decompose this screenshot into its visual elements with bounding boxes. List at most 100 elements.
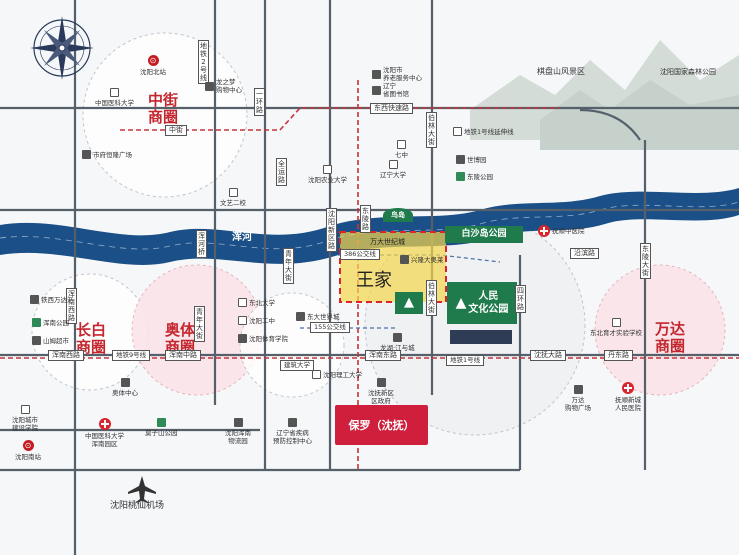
poi-urban-construction[interactable]: 沈阳城市 建设学院 xyxy=(12,405,38,432)
compass-rose xyxy=(30,16,94,80)
road-label-hunnan-zhong: 浑南中路 xyxy=(165,350,201,361)
road-label-shenfu-dalu: 沈抚大路 xyxy=(530,350,566,361)
poi-longzhimeng[interactable]: 龙之梦 购物中心 xyxy=(205,78,242,94)
baishadao-park: 白沙岛公园 xyxy=(445,226,523,243)
poi-taoxian-airport[interactable]: 沈阳桃仙机场 xyxy=(110,501,165,511)
poi-forest-park[interactable]: 沈阳国家森林公园 xyxy=(660,68,716,76)
dark-label-badge xyxy=(450,330,512,344)
building-icon xyxy=(372,85,381,95)
zhongjie-district-label: 中街 商圈 xyxy=(148,91,179,126)
wanda-district-circle xyxy=(594,264,726,396)
poi-shenyang-erzhong[interactable]: 沈阳二中 xyxy=(238,316,275,325)
road-label-hunnan-xi: 浑南西路 xyxy=(48,350,84,361)
poi-hunnan-park[interactable]: 浑南公园 xyxy=(32,318,69,327)
poi-dongda-world[interactable]: 东大世界城 xyxy=(296,312,340,321)
school-icon xyxy=(228,188,238,197)
building-icon xyxy=(233,418,243,427)
poi-dongbei-university[interactable]: 东北大学 xyxy=(238,298,275,307)
road-label-bolin-dajie-2: 伯林大街 xyxy=(426,280,437,316)
poi-ligong-university[interactable]: 沈阳理工大学 xyxy=(312,370,362,379)
poi-shenyang-north-station[interactable]: ⊙沈阳北站 xyxy=(140,55,166,76)
poi-disease-control[interactable]: 辽宁省疾病 预防控制中心 xyxy=(273,418,312,445)
poi-medical-university-hunnan[interactable]: 中国医科大学 浑南园区 xyxy=(85,418,124,448)
poi-medical-university[interactable]: 中国医科大学 xyxy=(95,88,134,107)
poi-shiboyuan[interactable]: 世博园 xyxy=(456,155,487,164)
poi-mozishan-park[interactable]: 莫子山公园 xyxy=(145,418,178,437)
mall-icon xyxy=(400,255,409,264)
park-icon xyxy=(156,418,166,427)
hunnan-district-circle xyxy=(239,292,345,398)
school-icon xyxy=(20,405,30,414)
poi-agricultural-university[interactable]: 沈阳农业大学 xyxy=(308,165,347,184)
niaodao-park: 鸟岛 xyxy=(383,208,413,222)
poi-shifu-henglong[interactable]: 市府恒隆广场 xyxy=(82,150,132,159)
school-icon xyxy=(238,298,247,307)
school-icon xyxy=(323,165,332,174)
mall-icon xyxy=(30,295,39,304)
poi-qipanshan[interactable]: 棋盘山风景区 xyxy=(537,67,585,76)
poi-hunnan-logistics[interactable]: 沈阳浑南 物流园 xyxy=(225,418,251,445)
road-label-yanbin: 沿滨路 xyxy=(570,248,599,259)
road-label-yihuan: 一环路 xyxy=(254,88,265,116)
road-label-metro-1: 地铁1号线 xyxy=(446,355,485,366)
road-label-qingnian: 青年大街 xyxy=(283,248,294,284)
poi-tiexi-wanda[interactable]: 铁西万达汇 xyxy=(30,295,74,304)
road-label-zhongjie: 中街 xyxy=(165,125,187,136)
building-icon xyxy=(288,418,297,427)
poi-longhu-jiangyucheng[interactable]: 龙湖·江与城 xyxy=(380,333,415,352)
school-icon xyxy=(110,88,119,97)
poi-elderly-center[interactable]: 沈阳市 养老服务中心 xyxy=(372,66,422,82)
poi-sports-institute[interactable]: 沈阳体育学院 xyxy=(238,334,288,343)
hospital-icon xyxy=(538,225,550,237)
road-label-dongling-vertical: 东陵大街 xyxy=(640,243,651,279)
railway-station-icon: ⊙ xyxy=(22,440,34,451)
road-label-sihuan: 四环路 xyxy=(515,285,526,313)
poi-fushun-people-hospital[interactable]: 抚顺新城 人民医院 xyxy=(615,382,641,412)
hun-river-label: 浑河 xyxy=(232,232,252,243)
poi-sam-club[interactable]: 山姆超市 xyxy=(32,336,69,345)
road-label-metro-9: 地铁9号线 xyxy=(112,350,151,361)
poi-shenfu-government[interactable]: 沈抚新区 区政府 xyxy=(368,378,394,405)
poi-wenyi-school[interactable]: 文艺二校 xyxy=(220,188,246,207)
park-icon xyxy=(32,318,41,327)
hospital-icon xyxy=(98,418,111,430)
poi-dongbei-yucai[interactable]: 东北育才实验学校 xyxy=(590,318,642,337)
project-highlight-border xyxy=(339,231,447,303)
poi-aoti-center[interactable]: 奥体中心 xyxy=(112,378,138,397)
mall-icon xyxy=(82,150,91,159)
government-icon xyxy=(376,378,386,387)
road-label-qingnian-2: 青年大街 xyxy=(194,306,205,342)
poi-liaoning-university[interactable]: 辽宁大学 xyxy=(380,160,406,179)
road-label-bus-155: 155公交线 xyxy=(310,322,350,333)
road-label-jianzhu-daxue: 建筑大学 xyxy=(280,360,314,371)
building-icon xyxy=(456,155,465,164)
poi-fushun-tcm-hospital[interactable]: 抚顺中医院 xyxy=(538,225,585,237)
airplane-icon xyxy=(128,476,156,503)
poi-metro-extension: 地铁1号线延伸线 xyxy=(453,127,514,136)
road-label-ditie2: 地铁2号线 xyxy=(198,40,209,84)
baoluo-project-marker[interactable]: 保罗（沈抚） xyxy=(335,405,428,445)
mall-icon xyxy=(32,336,41,345)
school-icon xyxy=(238,316,247,325)
poi-wanda-world-city[interactable]: 万大世纪城 xyxy=(370,238,405,246)
poi-liaoning-library[interactable]: 辽宁 省图书馆 xyxy=(372,82,409,98)
road-label-hunhe-bridge: 浑河桥 xyxy=(196,230,207,258)
building-icon xyxy=(205,81,214,91)
school-icon xyxy=(397,140,406,149)
road-label-hunnan-xi-vertical: 浑南西路 xyxy=(66,288,77,324)
building-icon xyxy=(296,312,305,321)
poi-wanda-mall[interactable]: 万达 购物广场 xyxy=(565,385,591,412)
metro-icon xyxy=(453,127,462,136)
poi-shenyang-south-station[interactable]: ⊙沈阳南站 xyxy=(15,440,41,461)
railway-station-icon: ⊙ xyxy=(147,55,159,66)
wanda-district-label: 万达 商圈 xyxy=(655,320,686,355)
school-icon xyxy=(388,160,398,169)
poi-dongling-park[interactable]: 东陵公园 xyxy=(456,172,493,181)
building-icon xyxy=(392,333,402,342)
mountain-landscape xyxy=(470,40,739,150)
poi-qizhong[interactable]: 七中 xyxy=(395,140,408,159)
hospital-icon xyxy=(622,382,634,394)
poi-xinglong-outlets[interactable]: 兴隆大奥莱 xyxy=(400,255,444,264)
road-label-xinli: 沈阳新区路 xyxy=(326,208,337,252)
